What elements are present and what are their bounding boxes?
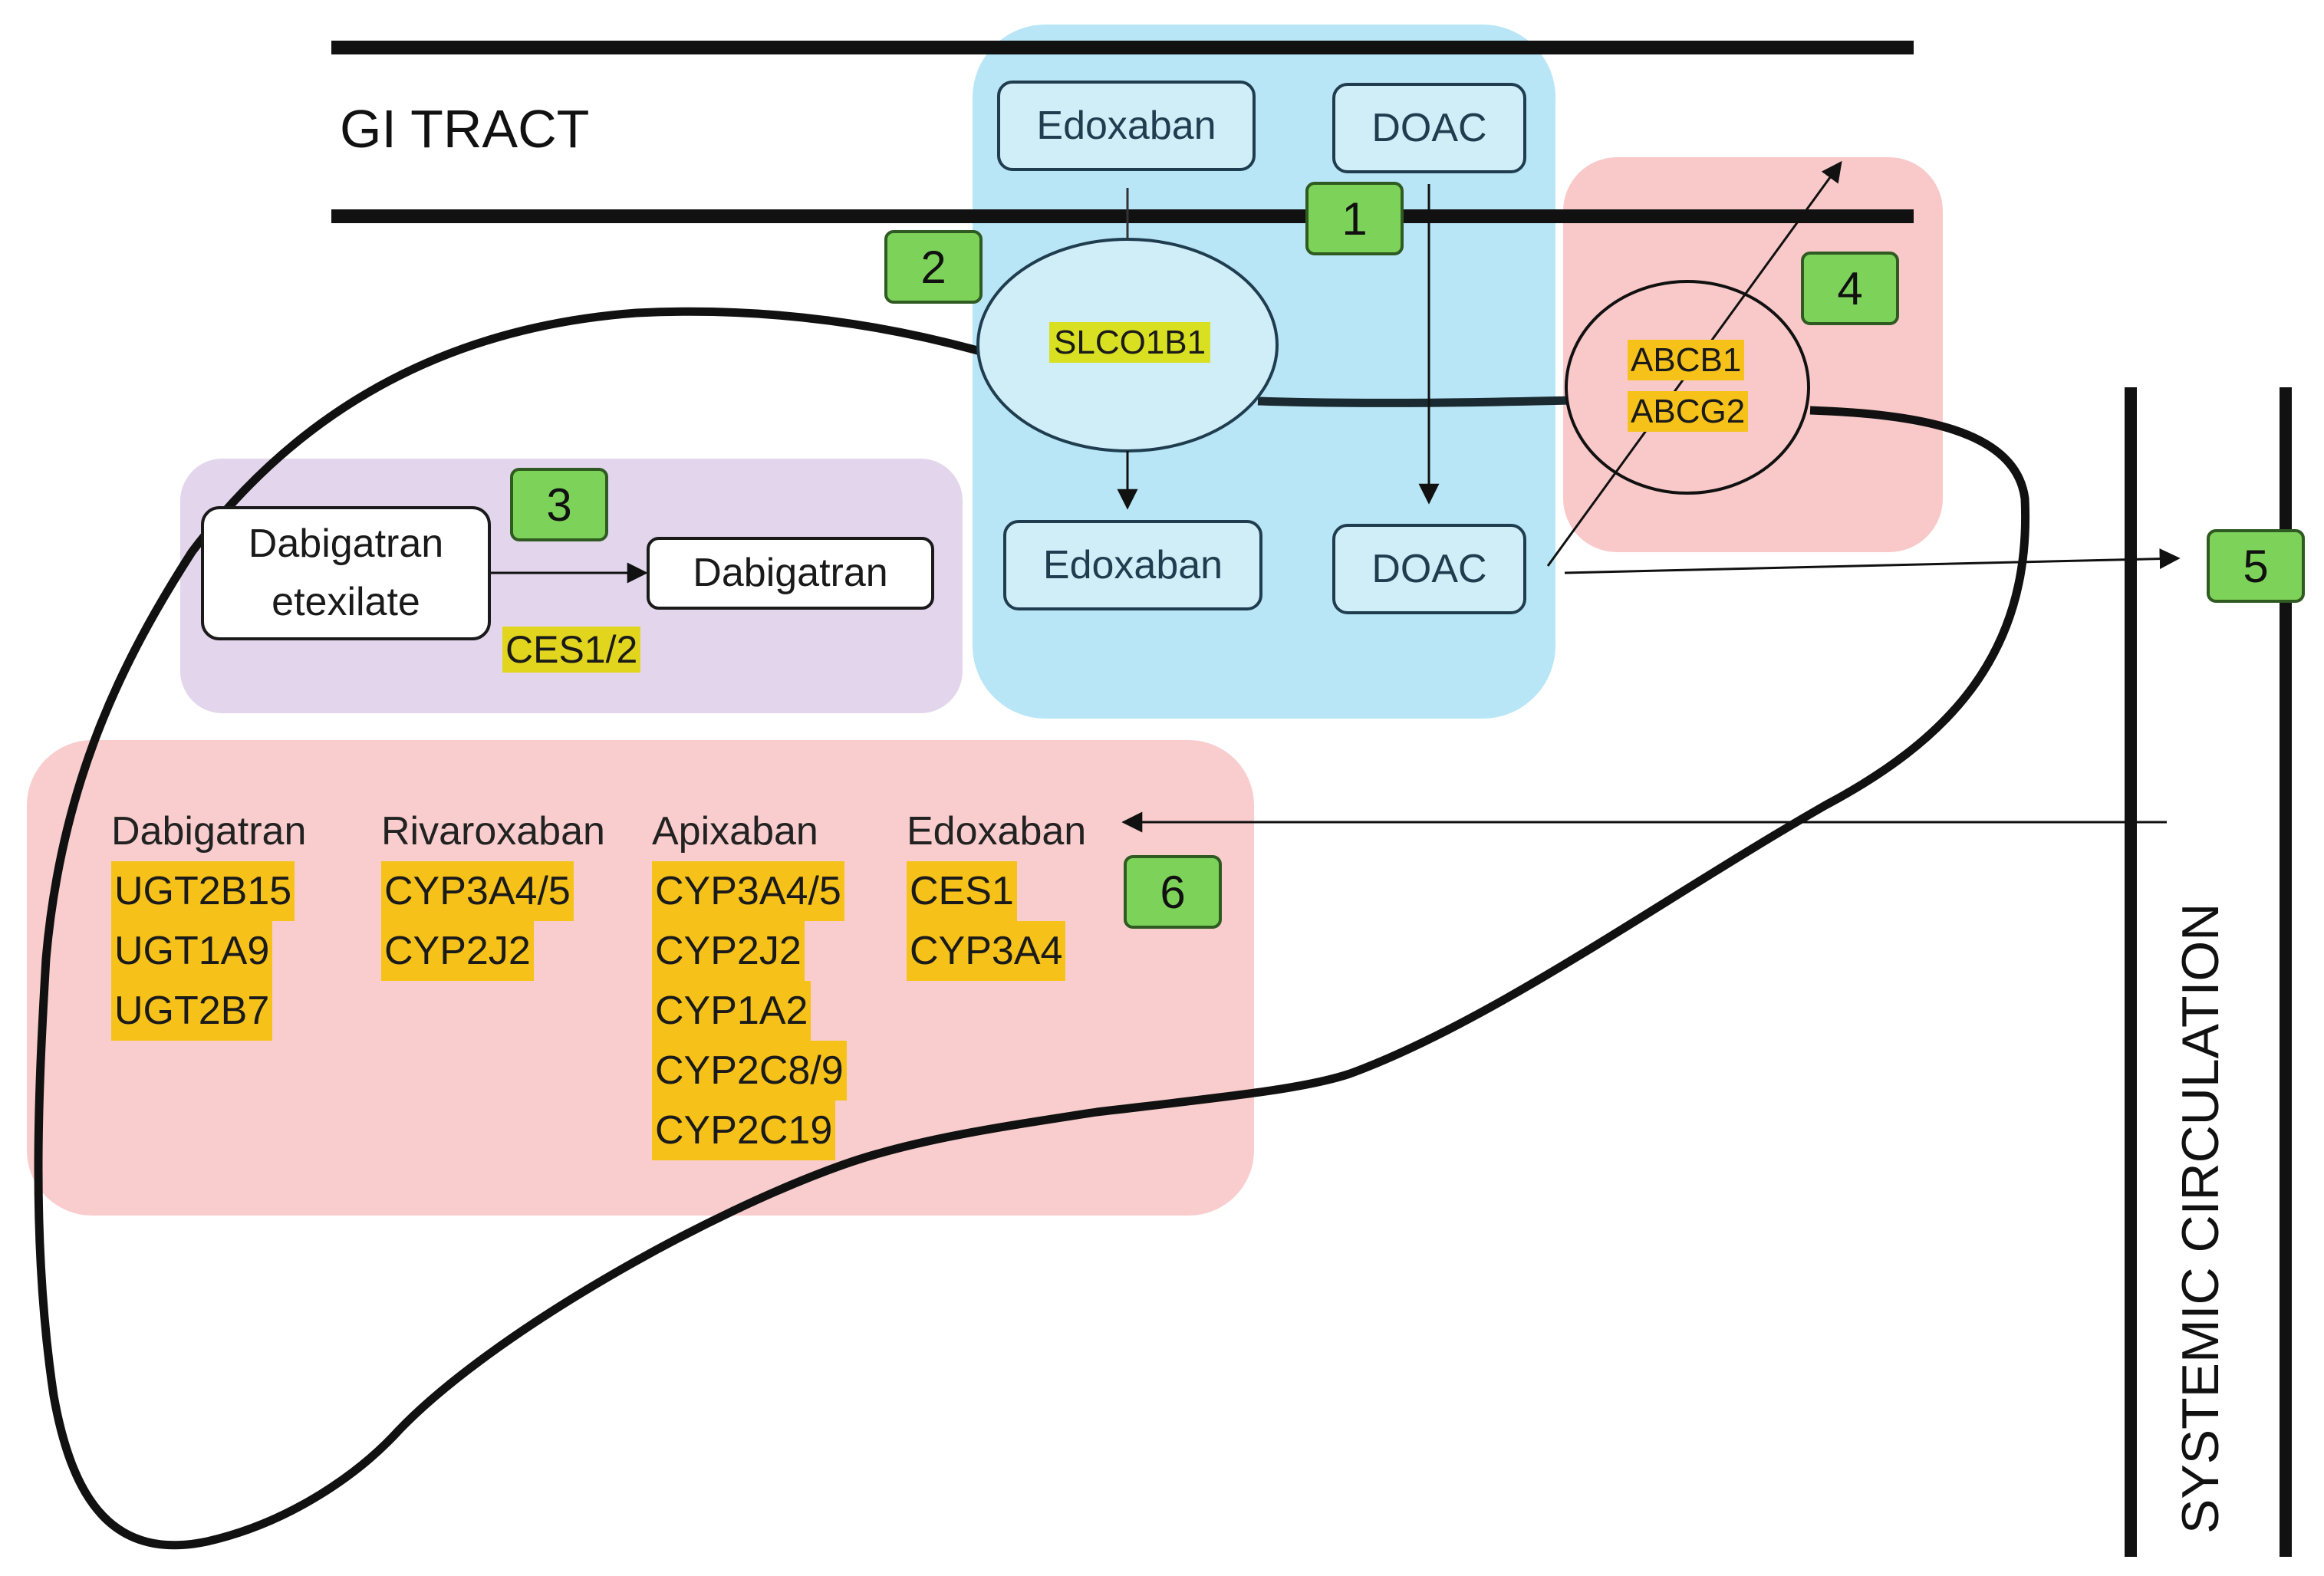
- prodrug-line1: Dabigatran: [248, 521, 444, 567]
- enzyme-label: CYP3A4: [907, 921, 1066, 981]
- step-badge-3: 3: [510, 468, 608, 541]
- enzyme-label: CES1: [907, 861, 1017, 921]
- step-badge-4: 4: [1801, 252, 1899, 325]
- step-badge-1: 1: [1305, 182, 1404, 255]
- dabigatran-active-box: Dabigatran: [647, 537, 934, 610]
- enzyme-label: CYP2J2: [652, 921, 805, 981]
- step-badge-6: 6: [1124, 855, 1222, 929]
- metabolism-column-edoxaban: Edoxaban CES1 CYP3A4: [907, 801, 1086, 981]
- abcg2-text: ABCG2: [1628, 391, 1749, 432]
- gi-edoxaban-box: Edoxaban: [997, 81, 1256, 171]
- metabolism-region: [27, 740, 1254, 1216]
- dabigatran-etexilate-box: Dabigatran etexilate: [201, 506, 491, 640]
- prodrug-line2: etexilate: [272, 579, 420, 624]
- hepatocyte-membrane-segment: [1257, 396, 1572, 407]
- abcb1-text: ABCB1: [1628, 340, 1745, 380]
- enzyme-label: UGT2B15: [111, 861, 295, 921]
- enzyme-label: CYP2C8/9: [652, 1041, 847, 1101]
- ces12-text: CES1/2: [502, 627, 641, 673]
- gi-doac-box: DOAC: [1332, 83, 1526, 173]
- enzyme-label: CYP1A2: [652, 981, 811, 1041]
- metabolism-column-rivaroxaban: Rivaroxaban CYP3A4/5 CYP2J2: [381, 801, 605, 981]
- liver-outline: [34, 307, 2030, 1550]
- enzyme-label: UGT1A9: [111, 921, 273, 981]
- metabolism-column-apixaban: Apixaban CYP3A4/5 CYP2J2 CYP1A2 CYP2C8/9…: [652, 801, 847, 1160]
- metabolism-column-dabigatran: Dabigatran UGT2B15 UGT1A9 UGT2B7: [111, 801, 306, 1041]
- gi-tract-title: GI TRACT: [340, 99, 590, 159]
- enzyme-label: CYP2C19: [652, 1101, 836, 1160]
- enzyme-label: CYP2J2: [381, 921, 534, 981]
- column-drug-name: Rivaroxaban: [381, 809, 605, 854]
- enzyme-label: UGT2B7: [111, 981, 273, 1041]
- abcb1-label: ABCB1: [1628, 340, 1745, 380]
- systemic-circulation-label: SYSTEMIC CIRCULATION: [2171, 903, 2230, 1534]
- slco1b1-label: SLCO1B1: [1049, 322, 1211, 363]
- ces12-label: CES1/2: [502, 627, 641, 673]
- step-badge-2: 2: [884, 230, 983, 304]
- column-drug-name: Dabigatran: [111, 809, 307, 854]
- abcb1-abcg2-transporter: [1565, 280, 1810, 495]
- step-badge-5: 5: [2207, 529, 2305, 603]
- liver-doac-box: DOAC: [1332, 524, 1526, 614]
- liver-edoxaban-box: Edoxaban: [1003, 520, 1262, 610]
- slco1b1-text: SLCO1B1: [1049, 322, 1211, 363]
- column-drug-name: Edoxaban: [907, 809, 1087, 854]
- abcg2-label: ABCG2: [1628, 391, 1749, 432]
- enzyme-label: CYP3A4/5: [652, 861, 844, 921]
- enzyme-label: CYP3A4/5: [381, 861, 574, 921]
- column-drug-name: Apixaban: [652, 809, 818, 854]
- to-systemic-circulation-arrow: [1564, 548, 2181, 574]
